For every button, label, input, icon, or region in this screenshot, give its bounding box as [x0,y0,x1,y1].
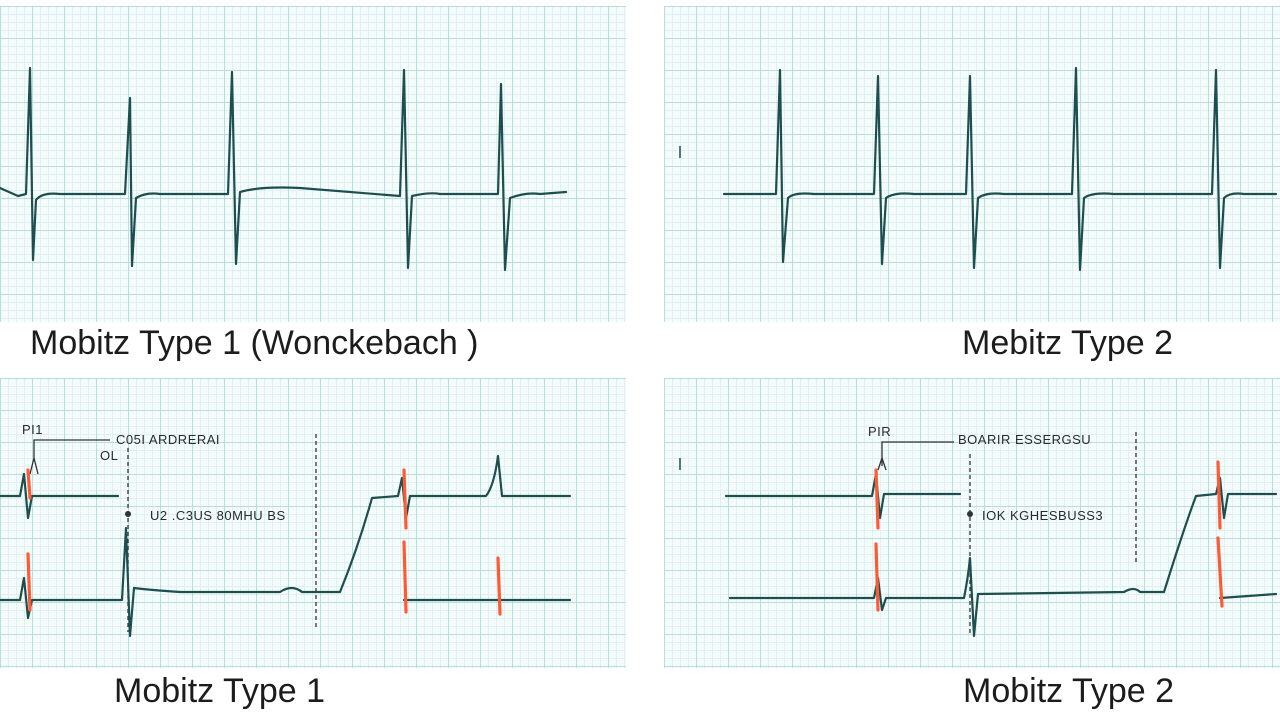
ecg-waveform [722,66,1278,272]
ecg-strip-top-right [664,6,1280,322]
label-annotation-2: OL [100,448,119,463]
p-wave-highlight-red [26,468,32,612]
ecg-trace-bottom-right [679,432,1278,638]
annotation-pointer [877,455,887,471]
label-annotation-3: U2 .C3US 80MHU BS [150,508,286,523]
p-wave-highlight-red [496,556,502,616]
ecg-waveform [0,66,568,272]
annotation-dot [125,511,131,517]
ecg-trace-top-right [679,66,1278,272]
label-pi1: PI1 [22,422,44,437]
ecg-strip-bottom-right: PIR BOARIR ESSERGSU IOK KGHESBUSS3 [664,378,1280,668]
label-annotation-1: BOARIR ESSERGSU [958,432,1092,447]
ecg-waveform [0,454,572,638]
annotation-pointer [33,439,110,458]
caption-mobitz-type-1-wenckebach: Mobitz Type 1 (Wonckebach ) [30,324,479,362]
label-annotation-2: IOK KGHESBUSS3 [982,508,1104,523]
ecg-waveform [0,472,120,520]
caption-mobitz-type-1: Mobitz Type 1 [114,672,326,710]
caption-mobitz-type-2-top: Mebitz Type 2 [962,324,1174,362]
annotation-pointer [29,457,39,475]
label-pir: PIR [868,424,892,439]
ecg-trace-top-left [0,66,568,272]
ecg-strip-bottom-left: PI1 C05I ARDRERAI OL U2 .C3US 80MHU BS [0,378,626,668]
ecg-strip-top-left [0,6,626,322]
ecg-trace-bottom-left [0,434,572,638]
caption-mobitz-type-2-bottom: Mobitz Type 2 [963,672,1175,710]
annotation-pointer [881,441,954,466]
annotation-dot [967,511,973,517]
ecg-waveform [728,476,1278,638]
p-wave-highlight-red [874,468,880,612]
p-wave-highlight-red [1216,460,1224,608]
ecg-waveform [1218,592,1278,600]
ecg-waveform [724,472,962,520]
p-wave-highlight-red [402,468,408,614]
label-annotation-1: C05I ARDRERAI [116,432,221,447]
